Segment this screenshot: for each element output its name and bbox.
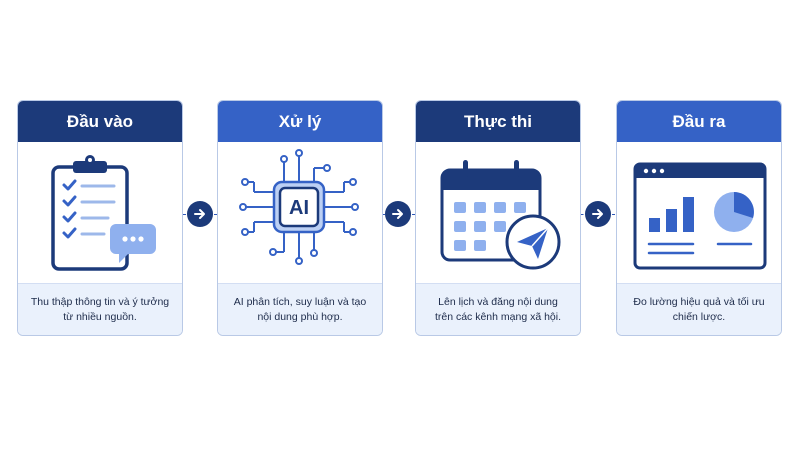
- step-title-processing: Xử lý: [218, 101, 382, 142]
- step-title-input: Đầu vào: [18, 101, 182, 142]
- step-card-execution: Thực thi Lên lịch và đăng nội dung trê: [415, 100, 581, 336]
- step-card-output: Đầu ra Đo lường hiệu quả và tối ưu chiến…: [616, 100, 782, 336]
- arrow-icon-2: [385, 201, 411, 227]
- ai-chip-label: AI: [289, 197, 309, 219]
- step-card-processing: Xử lý: [217, 100, 383, 336]
- calendar-send-icon: [416, 142, 579, 282]
- step-description-output: Đo lường hiệu quả và tối ưu chiến lược.: [617, 283, 781, 335]
- arrow-icon-1: [187, 201, 213, 227]
- step-description-processing: AI phân tích, suy luận và tạo nội dung p…: [218, 283, 382, 335]
- clipboard-checklist-icon: [18, 142, 181, 282]
- step-title-execution: Thực thi: [416, 101, 580, 142]
- ai-chip-icon: AI: [218, 142, 381, 282]
- step-title-output: Đầu ra: [617, 101, 781, 142]
- analytics-dashboard-icon: [617, 142, 780, 282]
- step-card-input: Đầu vào Thu thập thông tin: [17, 100, 183, 336]
- arrow-icon-3: [585, 201, 611, 227]
- step-description-input: Thu thập thông tin và ý tưởng từ nhiều n…: [18, 283, 182, 335]
- step-description-execution: Lên lịch và đăng nội dung trên các kênh …: [416, 283, 580, 335]
